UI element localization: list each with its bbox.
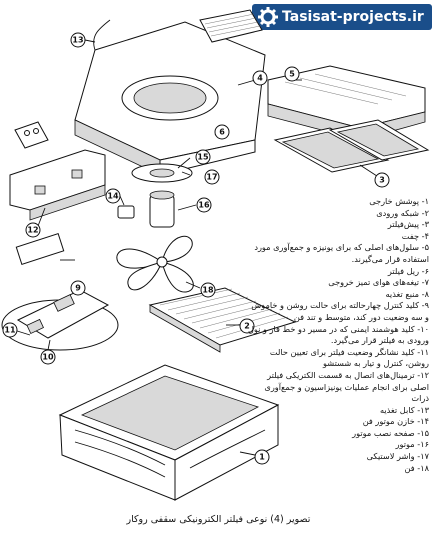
svg-text:11: 11: [4, 326, 16, 335]
callout-4: 4: [252, 70, 268, 86]
callout-11: 11: [2, 322, 18, 338]
legend-item: ۱۲- ترمینال‌های اتصال به قسمت الکتریکی ف…: [264, 369, 429, 404]
legend-item: ۱۴- خازن موتور فن: [362, 416, 429, 427]
top-housing: [74, 9, 266, 176]
legend-item: ۱۶- موتور: [395, 439, 429, 450]
svg-text:12: 12: [27, 226, 38, 235]
callout-13: 13: [70, 32, 86, 48]
legend-item: ۲- شبکه ورودی: [376, 207, 429, 218]
legend-item: ۴- چفت: [401, 230, 429, 241]
watermark-text: Tasisat-projects.ir: [282, 9, 424, 25]
callout-18: 18: [200, 282, 216, 298]
svg-text:3: 3: [379, 176, 385, 185]
legend-item: ۷- تیغه‌های هوای تمیز خروجی: [328, 277, 429, 288]
legend-item: ۱۸- فن: [404, 462, 429, 473]
svg-text:6: 6: [219, 128, 225, 137]
svg-text:15: 15: [197, 153, 209, 162]
outer-cover: [58, 364, 280, 501]
svg-text:13: 13: [72, 36, 83, 45]
callout-15: 15: [195, 149, 211, 165]
legend-item: ۹- کلید کنترل چهارحالته برای حالت روشن و…: [251, 300, 429, 322]
svg-text:1: 1: [259, 453, 265, 462]
legend-item: ۵- سلول‌های اصلی که برای یونیزه و جمع‌آو…: [254, 242, 429, 264]
callout-3: 3: [374, 172, 390, 188]
legend-item: ۶- ریل فیلتر: [387, 265, 429, 276]
callout-2: 2: [239, 318, 255, 334]
legend-item: ۱۱- کلید نشانگر وضعیت فیلتر برای تعیین ح…: [269, 346, 429, 369]
control-board: [1, 289, 119, 351]
callout-9: 9: [70, 280, 86, 296]
legend-item: ۸- منبع تغذیه: [385, 288, 429, 299]
legend-item: ۱۷- واشر لاستیکی: [366, 451, 429, 462]
electrical-box: [9, 121, 106, 265]
svg-text:2: 2: [244, 322, 250, 331]
svg-text:16: 16: [198, 201, 210, 210]
callout-17: 17: [204, 169, 220, 185]
svg-text:10: 10: [42, 353, 54, 362]
gear-icon: [258, 7, 278, 27]
svg-text:4: 4: [257, 74, 263, 83]
callout-12: 12: [25, 222, 41, 238]
parts-legend: ۱- پوشش خارجی ۲- شبکه ورودی ۳- پیش‌فیلتر…: [247, 196, 429, 474]
legend-item: ۱۵- صفحه نصب موتور: [352, 427, 429, 438]
motor-assembly: [116, 163, 194, 308]
watermark-banner: Tasisat-projects.ir: [252, 4, 432, 30]
callout-14: 14: [105, 188, 121, 204]
svg-text:5: 5: [289, 70, 295, 79]
callout-1: 1: [254, 449, 270, 465]
callout-6: 6: [214, 124, 230, 140]
callout-10: 10: [40, 349, 56, 365]
callout-5: 5: [284, 66, 300, 82]
pre-filter: [273, 119, 430, 173]
legend-item: ۱۳- کابل تغذیه: [379, 404, 429, 415]
svg-text:18: 18: [202, 286, 214, 295]
figure-caption: تصویر (4) نوعی فیلتر الکترونیکی سقفی روک…: [126, 514, 311, 525]
legend-item: ۱- پوشش خارجی: [369, 196, 429, 206]
legend-item: ۳- پیش‌فیلتر: [387, 219, 429, 230]
legend-item: ۱۰- کلید هوشمند ایمنی که در مسیر دو خط ف…: [247, 323, 429, 346]
svg-text:17: 17: [206, 173, 217, 182]
svg-text:9: 9: [75, 284, 81, 293]
callout-16: 16: [196, 197, 212, 213]
svg-text:14: 14: [107, 192, 119, 201]
